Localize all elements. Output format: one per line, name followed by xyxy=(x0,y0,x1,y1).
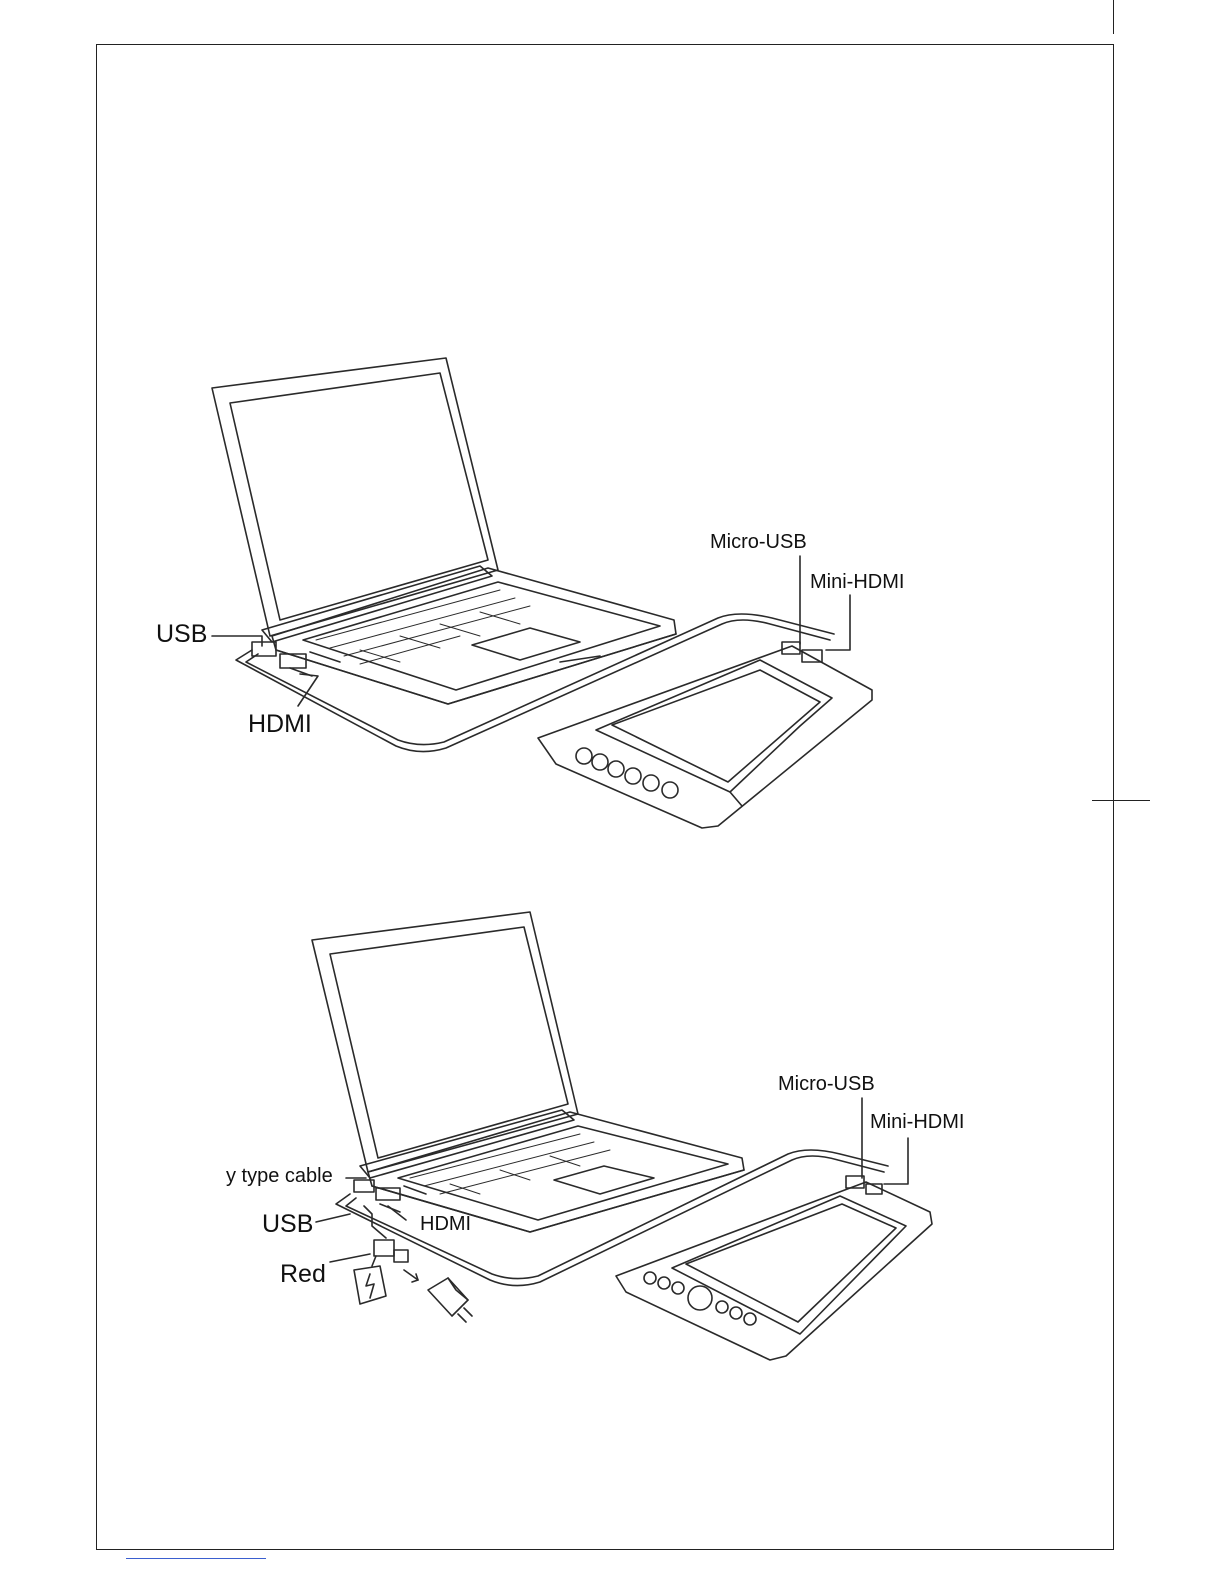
arrow-icon xyxy=(404,1270,418,1282)
wall-adapter-icon xyxy=(428,1278,472,1322)
label-usb-2: USB xyxy=(262,1212,313,1237)
label-y-type-cable: y type cable xyxy=(226,1166,333,1186)
tablet-2-buttons xyxy=(644,1272,756,1325)
tablet-2-connectors xyxy=(846,1176,882,1194)
tablet-2 xyxy=(616,1182,932,1360)
label-hdmi-2: HDMI xyxy=(420,1214,471,1234)
label-red: Red xyxy=(280,1262,326,1287)
label-mini-hdmi-2: Mini-HDMI xyxy=(870,1112,964,1132)
power-icon xyxy=(354,1256,386,1304)
label-micro-usb-2: Micro-USB xyxy=(778,1074,875,1094)
